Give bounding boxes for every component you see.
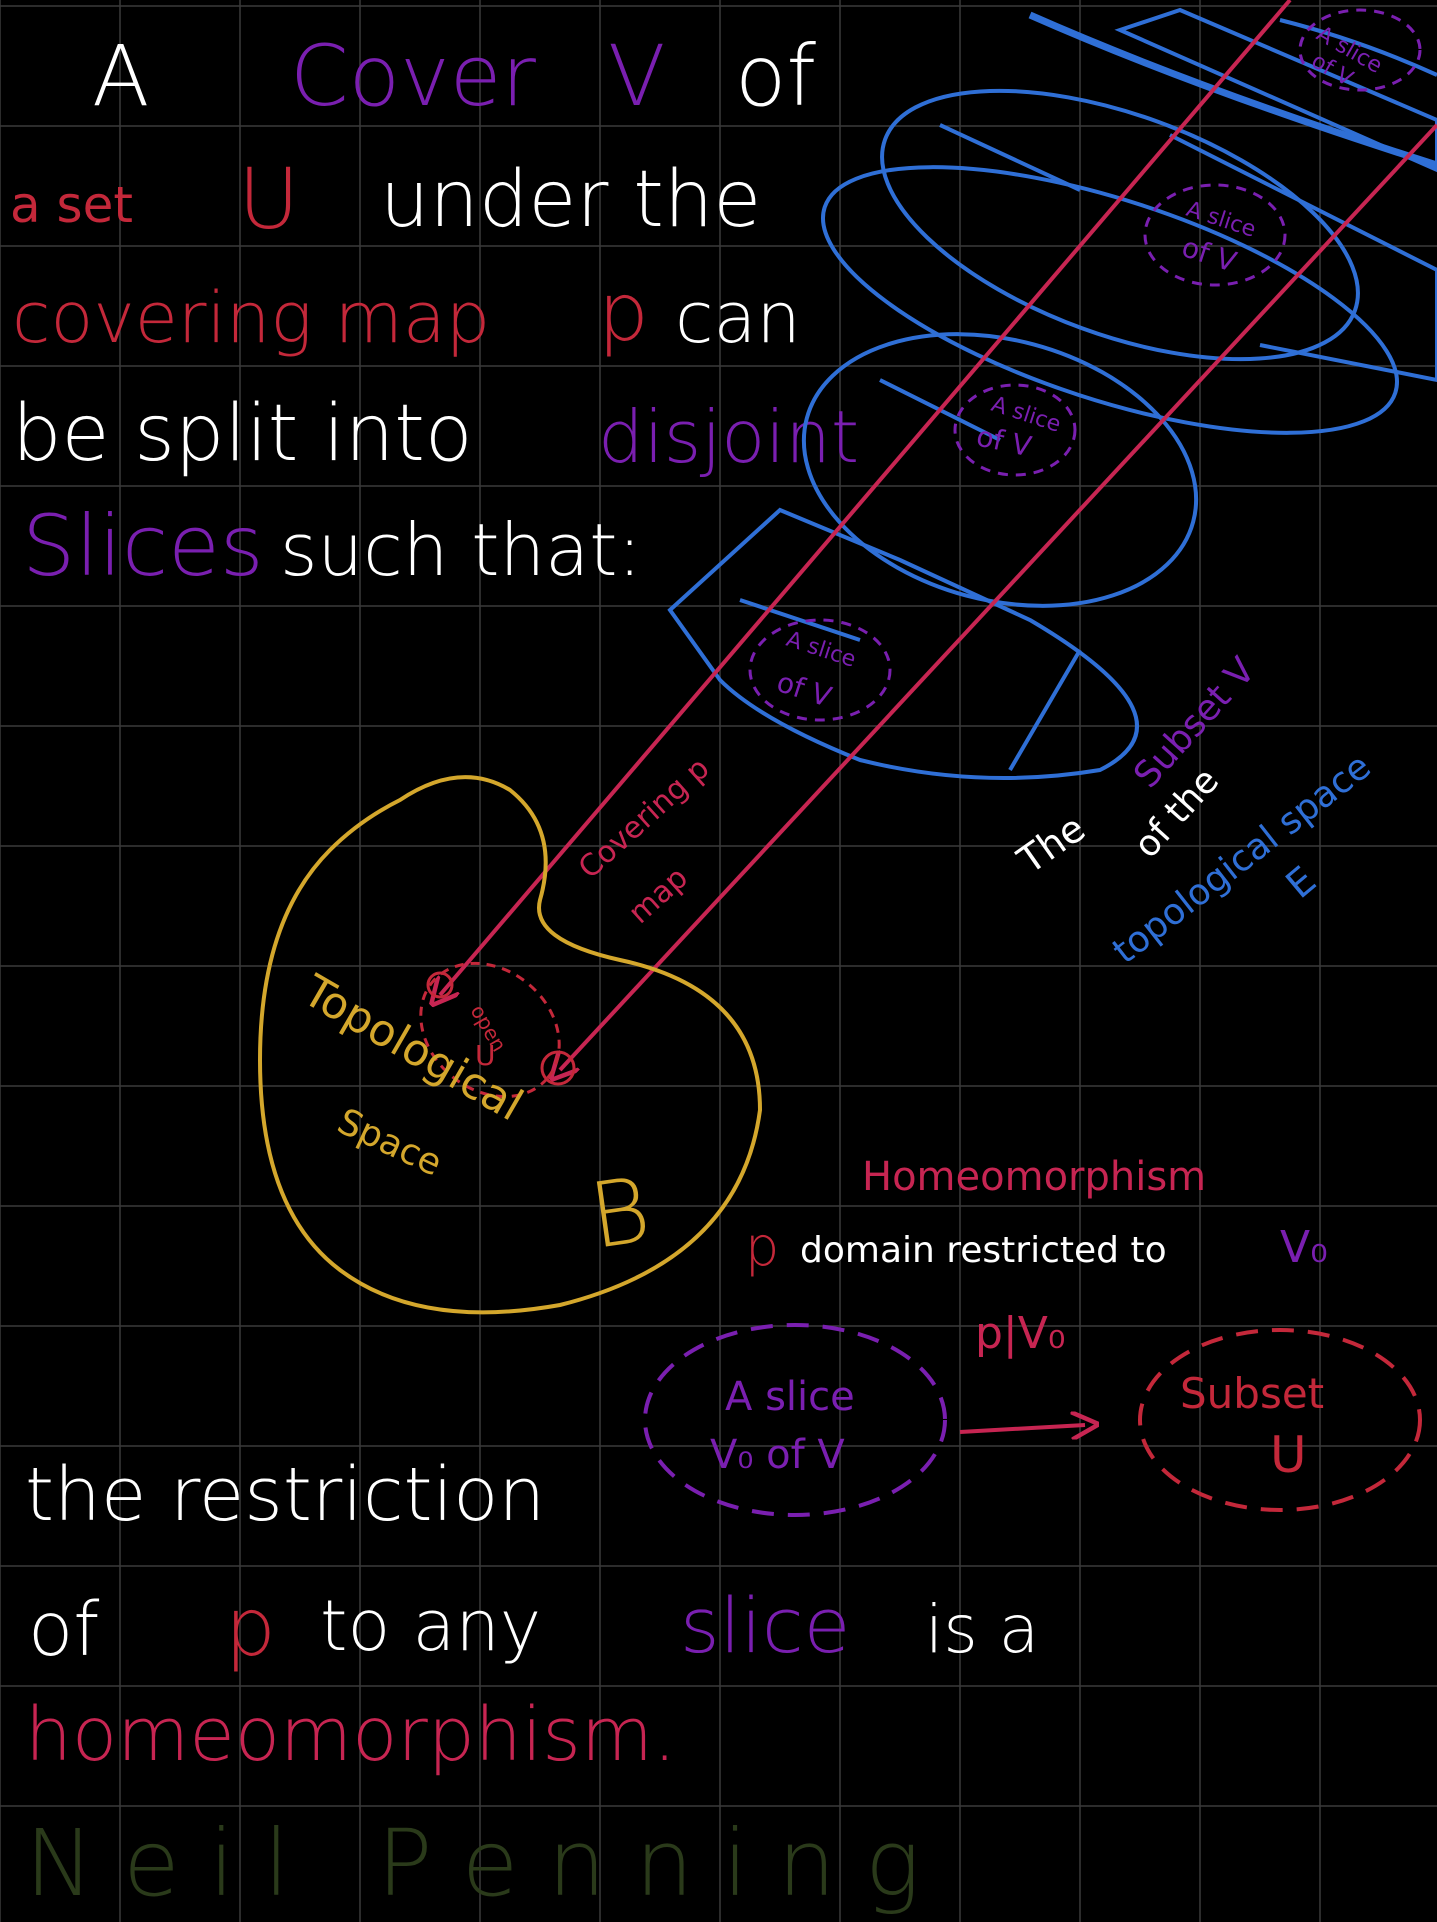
heading-disjoint: disjoint [598,395,859,479]
conclusion-line-3: homeomorphism. [25,1692,676,1778]
heading-of: of [735,27,816,125]
conclusion-of: of [28,1587,99,1673]
slice-dashed-3 [953,383,1077,477]
space-b-diagram: open U Topological Space B [257,775,763,1315]
heading-slices: Slices [22,497,264,595]
heading-p: p [598,266,649,359]
space-e-divider-4 [1008,648,1082,772]
space-e-slice-2-inner [821,165,1399,435]
conclusion-p: p [225,1581,276,1674]
space-e-divider-3 [739,598,861,642]
covering-line-left [440,0,1292,995]
space-e-caption-e: E [1278,858,1325,907]
space-b-letter: B [583,1158,656,1270]
point-2 [540,1050,576,1086]
slice-v0-oval [643,1323,947,1517]
space-e-slice-3-outline [801,332,1199,608]
covering-map-label-a: Covering p [572,751,716,886]
heading-under-the: under the [380,155,761,245]
slice-v0-label-b: V₀ of V [710,1432,845,1478]
conclusion-slice: slice [680,1581,850,1670]
homeomorphism-domain-text: domain restricted to [800,1230,1167,1271]
space-e-slice-1-outline [1114,7,1437,173]
homeomorphism-arrow [959,1425,1085,1432]
homeomorphism-p: p [745,1215,779,1278]
heading-cover: Cover [290,27,536,125]
heading-be-split: be split into [12,389,473,479]
subset-u-oval [1138,1328,1422,1512]
heading-a-set: a set [10,176,133,234]
homeomorphism-v0: V₀ [1280,1222,1328,1273]
space-e-top-edge [1028,11,1437,169]
conclusion-is-a: is a [925,1591,1039,1668]
open-label-b: U [475,1039,496,1072]
conclusion-to-any: to any [320,1585,541,1667]
slice-label-4b: of V [773,665,836,713]
heading-can: can [675,277,801,359]
conclusion: the restriction of p to any slice is a h… [25,1452,1039,1778]
heading-u: U [238,150,299,248]
homeomorphism-p-restrict: p|V₀ [975,1308,1066,1359]
space-b-outline [257,775,763,1315]
heading-a: A [92,27,149,125]
heading-such-that: such that: [280,508,642,592]
heading-covering-map: covering map [12,277,490,359]
slice-dashed-4 [748,618,892,722]
slice-dashed-2 [1143,183,1287,287]
covering-line-right [560,123,1437,1070]
covering-map-label-b: map [622,860,695,931]
space-e-slice-4-outline [667,507,1139,780]
homeomorphism-title: Homeomorphism [862,1154,1206,1200]
open-set-u [419,961,561,1099]
subset-u-label-a: Subset [1180,1369,1324,1418]
point-1 [426,971,454,999]
slice-v0-label-a: A slice [725,1374,855,1420]
homeomorphism-diagram: Homeomorphism p domain restricted to V₀ … [643,1154,1422,1517]
slice-label-2b: of V [1178,230,1241,278]
space-e-slice-2-right [1169,133,1437,383]
slice-dashed-1 [1298,8,1422,92]
space-e-slice-2-outline [880,88,1360,362]
space-e-divider-1 [939,123,1081,192]
space-b-label-b: Space [331,1101,448,1185]
heading: A Cover V of a set U under the covering … [10,27,859,595]
heading-v: V [608,27,665,125]
subset-u-label-b: U [1270,1426,1307,1484]
space-e-top-border-lower [1279,18,1437,77]
conclusion-line-1: the restriction [25,1452,545,1538]
signature: N e i l P e n n i n g [25,1810,920,1917]
